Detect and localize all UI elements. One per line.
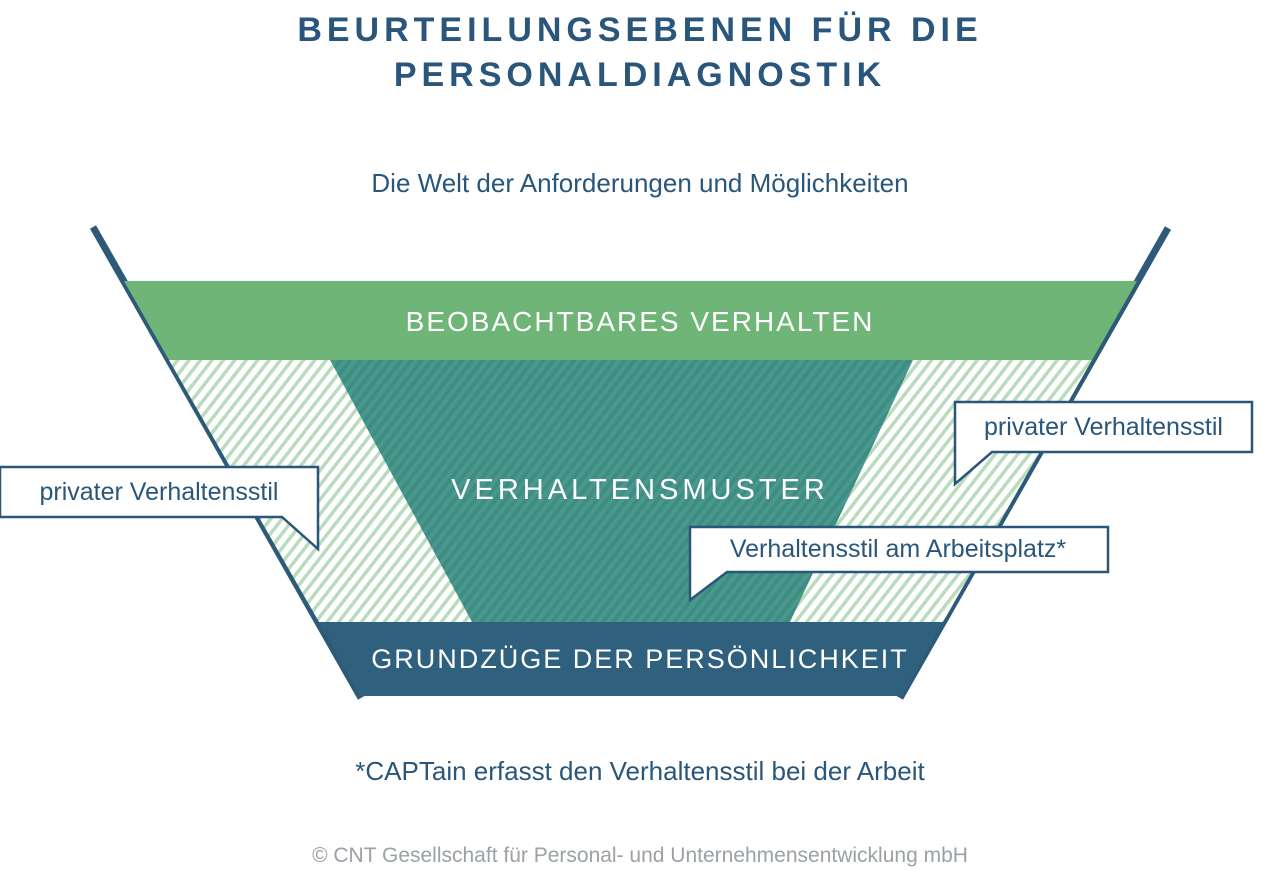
callout-left-bubble bbox=[0, 465, 320, 552]
band-observable-shape bbox=[124, 281, 1137, 360]
footnote: *CAPTain erfasst den Verhaltensstil bei … bbox=[355, 756, 925, 786]
funnel-outline-right bbox=[896, 226, 1172, 700]
funnel-outline-left bbox=[89, 225, 365, 700]
band-observable-label: BEOBACHTBARES VERHALTEN bbox=[405, 306, 875, 337]
band-pattern-label: VERHALTENSMUSTER bbox=[451, 474, 829, 506]
callout-left-label: privater Verhaltensstil bbox=[39, 478, 279, 506]
page-title-line1: BEURTEILUNGSEBENEN FÜR DIE bbox=[297, 11, 983, 49]
band-core-shape bbox=[319, 622, 943, 696]
callout-right-label: privater Verhaltensstil bbox=[983, 413, 1223, 441]
callout-center-label: Verhaltensstil am Arbeitsplatz* bbox=[729, 535, 1067, 563]
copyright-footer: © CNT Gesellschaft für Personal- und Unt… bbox=[312, 844, 968, 867]
subtitle: Die Welt der Anforderungen und Möglichke… bbox=[371, 168, 909, 198]
callout-center-bubble bbox=[688, 525, 1110, 603]
band-core-label: GRUNDZÜGE DER PERSÖNLICHKEIT bbox=[371, 644, 909, 674]
page-title: BEURTEILUNGSEBENEN FÜR DIE PERSONALDIAGN… bbox=[0, 8, 1280, 98]
callout-right-bubble bbox=[953, 400, 1254, 487]
page-title-line2: PERSONALDIAGNOSTIK bbox=[393, 56, 887, 94]
